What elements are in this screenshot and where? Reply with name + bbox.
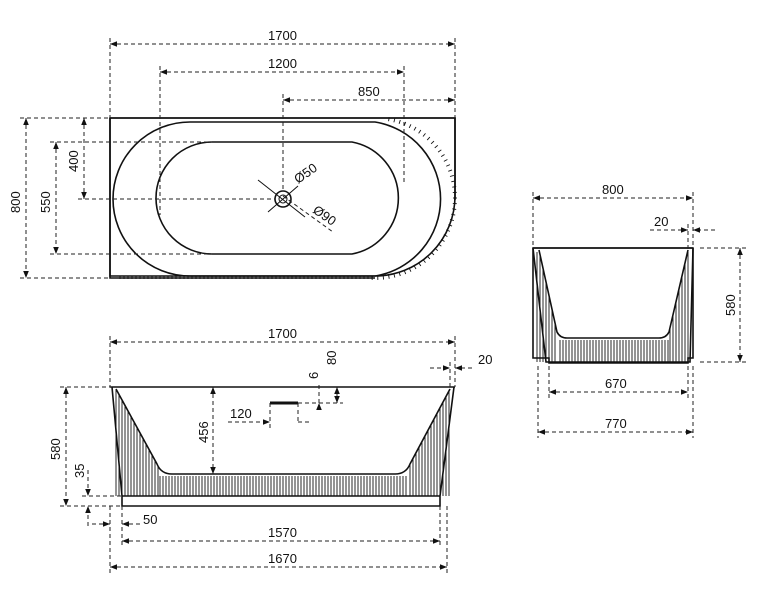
top-view-basin: [155, 141, 400, 255]
front-view-outline: [111, 386, 455, 507]
front-dim-50-label: 50: [143, 512, 157, 527]
front-dim-1700-label: 1700: [268, 326, 297, 341]
front-dim-120-label: 120: [230, 406, 252, 421]
drain-50-label: Ø50: [291, 160, 320, 186]
front-dim-80-label: 80: [324, 351, 339, 365]
front-view-basin: [115, 388, 451, 475]
side-dim-20-label: 20: [654, 214, 668, 229]
front-dim-35-label: 35: [72, 464, 87, 478]
dim-1200-label: 1200: [268, 56, 297, 71]
dim-top-length-label: 1700: [268, 28, 297, 43]
top-view-fluted-edge: [119, 117, 457, 280]
front-view-fluted-wall: [115, 390, 450, 496]
drain-90-label: Ø90: [310, 202, 339, 228]
front-dim-1670-label: 1670: [268, 551, 297, 566]
side-dim-800-label: 800: [602, 182, 624, 197]
front-dim-6-label: 6: [306, 372, 321, 379]
dim-width-800-label: 800: [8, 191, 23, 213]
side-dim-770-label: 770: [605, 416, 627, 431]
dim-400-label: 400: [66, 150, 81, 172]
front-dim-1570-label: 1570: [268, 525, 297, 540]
front-dim-456-label: 456: [196, 421, 211, 443]
dim-550-label: 550: [38, 191, 53, 213]
side-view-basin: [538, 249, 689, 339]
top-view-rim: [112, 121, 442, 277]
side-view-outline: [532, 247, 694, 364]
dim-850-label: 850: [358, 84, 380, 99]
side-dim-670-label: 670: [605, 376, 627, 391]
front-view: 1700 20 80 6 120 456 580 35 50: [48, 326, 492, 573]
front-dim-20-label: 20: [478, 352, 492, 367]
side-dim-580-label: 580: [723, 294, 738, 316]
drain-inner-icon: [278, 194, 288, 204]
front-dim-580-label: 580: [48, 438, 63, 460]
top-view: 1700 1200 850 800 550 400 Ø50 Ø90: [8, 28, 457, 280]
side-view: 800 20 580 670 770: [532, 182, 746, 438]
side-view-fluted-wall: [536, 252, 689, 362]
